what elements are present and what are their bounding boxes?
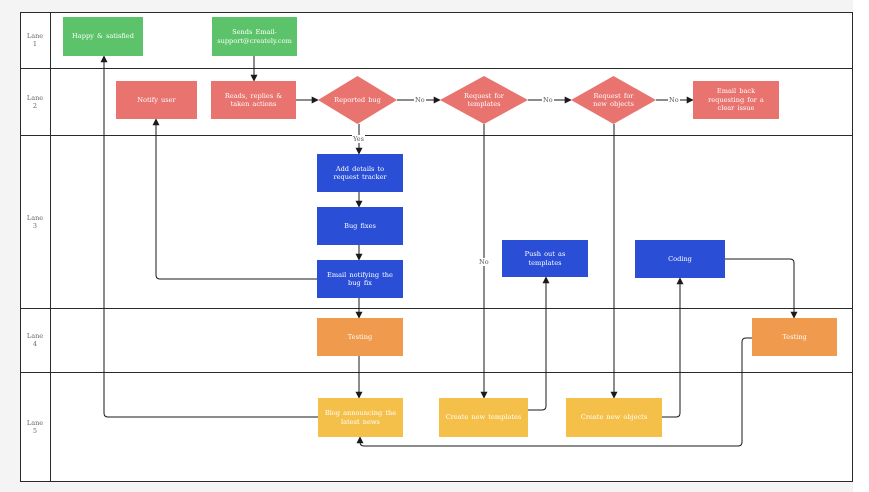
- diamond-shape: [318, 76, 397, 124]
- edge-create-objects-to-coding: [662, 277, 684, 418]
- node-request-templates-label: Request for templates: [464, 91, 504, 109]
- right-margin: [853, 0, 869, 492]
- lane-divider-1: [20, 68, 853, 69]
- edge-coding-to-testing-right: [725, 258, 798, 319]
- node-sends-email[interactable]: Sends Email-support@creately.com: [212, 17, 297, 56]
- edge-create-templates-to-push-out: [528, 276, 550, 411]
- edge-label-no-1: No: [414, 96, 426, 104]
- lane-label-3: Lane 3: [26, 214, 44, 230]
- edge-label-yes: Yes: [352, 135, 365, 143]
- node-create-templates[interactable]: Create new templates: [439, 398, 528, 437]
- node-happy-satisfied[interactable]: Happy & satisfied: [63, 17, 143, 56]
- node-blog-announcing[interactable]: Blog announcing the latest news: [318, 398, 403, 437]
- diamond-shape: [440, 76, 528, 124]
- lane-divider-3: [20, 308, 853, 309]
- edge-blog-to-happy: [100, 55, 318, 418]
- node-push-out-templates[interactable]: Push out as templates: [502, 240, 588, 277]
- lane-label-1: Lane 1: [26, 32, 44, 48]
- node-request-templates[interactable]: Request for templates: [440, 76, 528, 124]
- node-reads-replies[interactable]: Reads, replies & taken actions: [211, 81, 296, 119]
- edge-email-notifying-to-notify-user: [152, 118, 318, 280]
- lane-divider-4: [20, 372, 853, 373]
- node-email-notifying[interactable]: Email notifying the bug fix: [317, 260, 403, 298]
- diamond-shape: [571, 76, 656, 124]
- edge-testing-right-to-blog: [356, 337, 752, 447]
- lane-header-divider: [50, 12, 51, 482]
- edge-label-no-down: No: [478, 258, 490, 266]
- node-coding[interactable]: Coding: [635, 240, 725, 278]
- lane-label-2: Lane 2: [26, 94, 44, 110]
- node-email-back[interactable]: Email back requesting for a clear issue: [693, 81, 779, 119]
- edge-label-no-2: No: [542, 96, 554, 104]
- node-testing-right[interactable]: Testing: [752, 318, 837, 356]
- node-notify-user[interactable]: Notify user: [116, 81, 197, 119]
- node-bug-fixes[interactable]: Bug fixes: [317, 207, 403, 245]
- lane-label-4: Lane 4: [26, 332, 44, 348]
- node-request-objects-label: Request for new objects: [593, 91, 634, 109]
- lane-label-5: Lane 5: [26, 419, 44, 435]
- lane-divider-2: [20, 135, 853, 136]
- node-testing-left[interactable]: Testing: [317, 318, 403, 356]
- node-reported-bug-label: Reported bug: [334, 95, 381, 104]
- node-create-objects[interactable]: Create new objects: [566, 398, 662, 437]
- node-reported-bug[interactable]: Reported bug: [318, 76, 397, 124]
- node-add-details[interactable]: Add details to request tracker: [317, 154, 403, 192]
- node-request-objects[interactable]: Request for new objects: [571, 76, 656, 124]
- edge-label-no-3: No: [668, 96, 680, 104]
